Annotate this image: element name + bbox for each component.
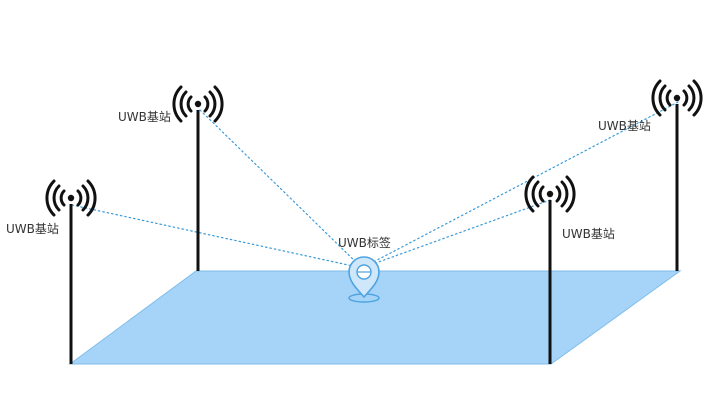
anchor-label-top-right: UWB基站: [598, 119, 651, 133]
link-line-tl: [199, 109, 363, 269]
anchor-poles: [69, 104, 679, 364]
tag-label: UWB标签: [338, 236, 391, 250]
link-line-ml: [71, 204, 363, 269]
antenna-icon: [651, 79, 703, 117]
ranging-links: [71, 101, 679, 269]
anchor-label-top-left: UWB基站: [118, 110, 171, 124]
antenna-icon: [45, 179, 97, 217]
anchor-label-mid-left: UWB基站: [6, 222, 59, 236]
antenna-icon: [524, 175, 576, 213]
location-pin-icon: [348, 256, 380, 303]
antenna-icon: [172, 85, 224, 123]
link-line-mr: [361, 199, 551, 269]
link-line-tr: [361, 101, 679, 269]
anchor-label-mid-right: UWB基站: [562, 227, 615, 241]
